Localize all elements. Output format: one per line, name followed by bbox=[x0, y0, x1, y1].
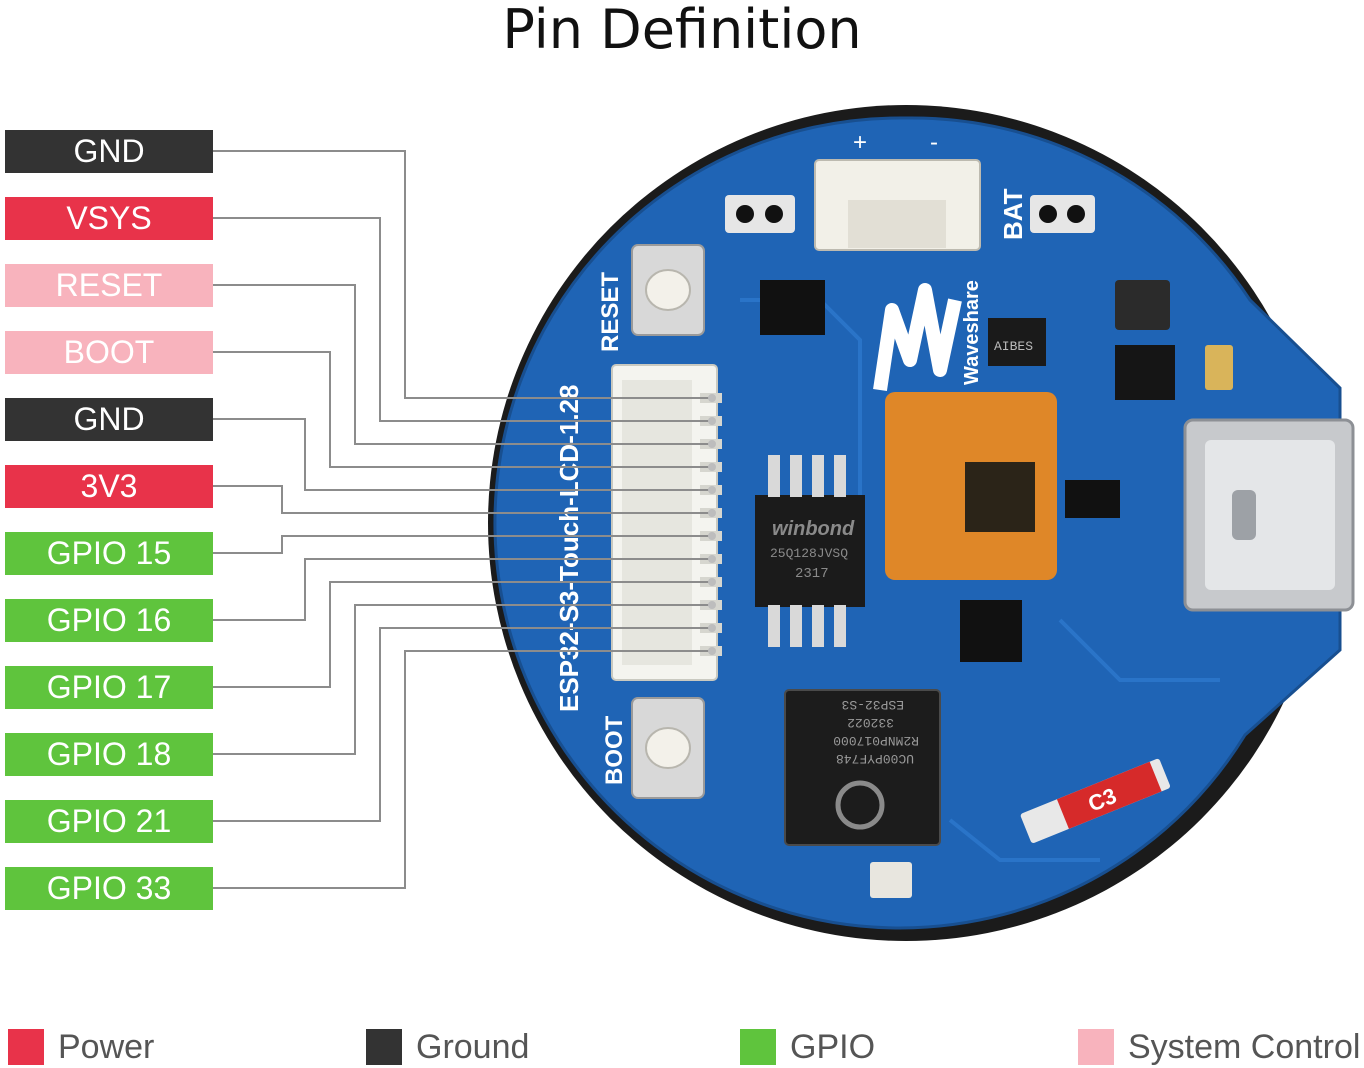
usb-c-shell bbox=[1205, 440, 1335, 590]
legend-label-power: Power bbox=[58, 1028, 155, 1066]
regulator-ic-label: AIBES bbox=[994, 339, 1033, 354]
leader-line-reset bbox=[213, 284, 712, 445]
touch-controller-chip bbox=[965, 462, 1035, 532]
legend-item-power: Power bbox=[8, 1026, 208, 1066]
mcu-chip bbox=[784, 689, 941, 846]
pin-label-3v3: 3V3 bbox=[5, 465, 213, 508]
leader-line-boot bbox=[213, 351, 712, 468]
pin-label-gpio21: GPIO 21 bbox=[5, 800, 213, 843]
brand-label: Waveshare bbox=[961, 280, 983, 385]
legend-swatch-system-control bbox=[1078, 1029, 1114, 1065]
boot-silkscreen: BOOT bbox=[601, 715, 628, 785]
leader-line-gpio21 bbox=[213, 627, 712, 822]
bat-minus-label: - bbox=[930, 129, 938, 156]
pin-label-gpio18: GPIO 18 bbox=[5, 733, 213, 776]
crystal bbox=[870, 862, 912, 898]
capacitor bbox=[1205, 345, 1233, 390]
pin-label-gpio17: GPIO 17 bbox=[5, 666, 213, 709]
board-name-label: ESP32-S3-Touch-LCD-1.28 bbox=[554, 385, 584, 712]
flash-chip-part: 25Q128JVSQ bbox=[770, 546, 848, 561]
reset-button-cap[interactable] bbox=[645, 269, 691, 311]
legend-swatch-power bbox=[8, 1029, 44, 1065]
flash-chip-date: 2317 bbox=[795, 566, 829, 582]
pmic-chip bbox=[960, 600, 1022, 662]
mcu-chip-line-1: UC00PYF748 bbox=[836, 751, 914, 766]
legend-swatch-ground bbox=[366, 1029, 402, 1065]
imu-chip bbox=[760, 280, 825, 335]
legend-label-system-control: System Control bbox=[1128, 1028, 1361, 1066]
bat-plus-label: + bbox=[853, 129, 867, 156]
legend-item-gpio: GPIO bbox=[740, 1026, 920, 1066]
pin-label-reset: RESET bbox=[5, 264, 213, 307]
battery-connector-socket bbox=[848, 200, 946, 248]
leader-line-gnd-1 bbox=[213, 150, 712, 399]
fpc-connector-slot bbox=[622, 380, 692, 665]
page-title: Pin Definition bbox=[502, 0, 862, 61]
leader-line-gpio15 bbox=[213, 535, 712, 554]
leader-line-gpio18 bbox=[213, 604, 712, 755]
leader-line-gpio16 bbox=[213, 558, 712, 621]
mcu-chip-line-2: R2MNP017000 bbox=[833, 733, 919, 748]
leader-line-endpoints bbox=[708, 394, 716, 655]
pin-label-gnd-1: GND bbox=[5, 130, 213, 173]
waveshare-logo bbox=[873, 283, 962, 392]
legend-label-gpio: GPIO bbox=[790, 1028, 876, 1066]
pin-label-gpio16: GPIO 16 bbox=[5, 599, 213, 642]
leader-line-gnd-2 bbox=[213, 418, 712, 491]
charger-chip bbox=[1115, 345, 1175, 400]
legend-swatch-gpio bbox=[740, 1029, 776, 1065]
mcu-chip-line-4: ESP32-S3 bbox=[842, 697, 904, 712]
reset-silkscreen: RESET bbox=[597, 272, 624, 352]
legend-item-ground: Ground bbox=[366, 1026, 586, 1066]
trace bbox=[1058, 618, 1220, 682]
flash-chip-brand: winbond bbox=[772, 518, 855, 540]
chip-antenna bbox=[1020, 758, 1171, 843]
leader-line-gpio33 bbox=[213, 650, 712, 889]
bat-silkscreen: BAT bbox=[998, 188, 1028, 240]
legend-item-system-control: System Control bbox=[1078, 1026, 1362, 1066]
espressif-logo-icon bbox=[835, 780, 885, 830]
pin-label-gnd-2: GND bbox=[5, 398, 213, 441]
legend-label-ground: Ground bbox=[416, 1028, 530, 1066]
mosfet bbox=[1065, 480, 1120, 518]
pin-label-vsys: VSYS bbox=[5, 197, 213, 240]
trace bbox=[948, 818, 1100, 862]
pin-label-gpio15: GPIO 15 bbox=[5, 532, 213, 575]
regulator-ic bbox=[988, 318, 1046, 366]
inductor bbox=[1115, 280, 1170, 330]
boot-button-cap[interactable] bbox=[645, 727, 691, 769]
flash-chip bbox=[755, 495, 865, 607]
leader-line-gpio17 bbox=[213, 581, 712, 688]
mcu-chip-line-3: 332022 bbox=[847, 715, 894, 730]
leader-line-3v3 bbox=[213, 485, 712, 514]
pin-label-gpio33: GPIO 33 bbox=[5, 867, 213, 910]
flash-chip-legs bbox=[768, 455, 846, 647]
usb-c-port bbox=[1232, 490, 1256, 540]
leader-line-vsys bbox=[213, 217, 712, 422]
solder-pads bbox=[725, 195, 1095, 233]
pin-label-boot: BOOT bbox=[5, 331, 213, 374]
